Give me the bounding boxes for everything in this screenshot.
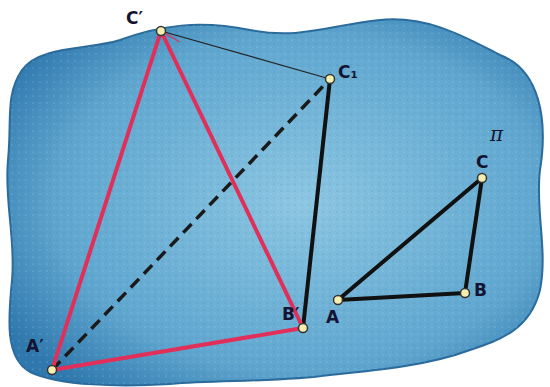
- thin-segment: [161, 31, 330, 79]
- point-label: C: [476, 154, 488, 171]
- point-label: C₁: [338, 64, 358, 81]
- triangle: [338, 178, 482, 300]
- plane-name: π: [490, 124, 503, 144]
- point-label: A: [326, 309, 339, 326]
- segment: [303, 79, 330, 328]
- point-label: A′: [26, 338, 44, 355]
- point: [478, 174, 487, 183]
- points: [48, 27, 487, 375]
- point: [334, 296, 343, 305]
- point: [157, 27, 166, 36]
- point: [48, 366, 57, 375]
- plane-blob: [7, 19, 543, 385]
- red-triangle: [52, 31, 303, 370]
- point: [461, 289, 470, 298]
- point-label: C′: [126, 10, 143, 27]
- point-label: B′: [282, 306, 299, 323]
- dashed-segment: [52, 79, 330, 370]
- plane-texture: [7, 19, 543, 385]
- point: [299, 324, 308, 333]
- point: [326, 75, 335, 84]
- point-label: B: [474, 282, 487, 299]
